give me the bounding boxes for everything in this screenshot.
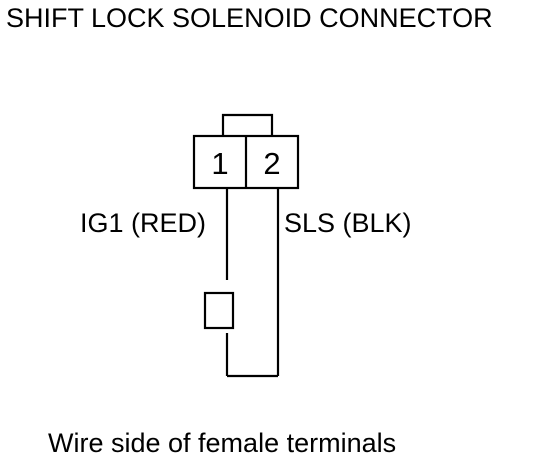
wire-label-ig1: IG1 (RED) [80,208,207,238]
pin-2-label: 2 [263,146,280,181]
solenoid-icon [203,291,235,330]
diagram-title: SHIFT LOCK SOLENOID CONNECTOR [6,3,493,33]
pin-1-label: 1 [211,146,228,181]
connector-lock-tab [221,113,274,136]
caption: Wire side of female terminals [48,428,397,458]
wire-label-sls: SLS (BLK) [284,208,412,238]
